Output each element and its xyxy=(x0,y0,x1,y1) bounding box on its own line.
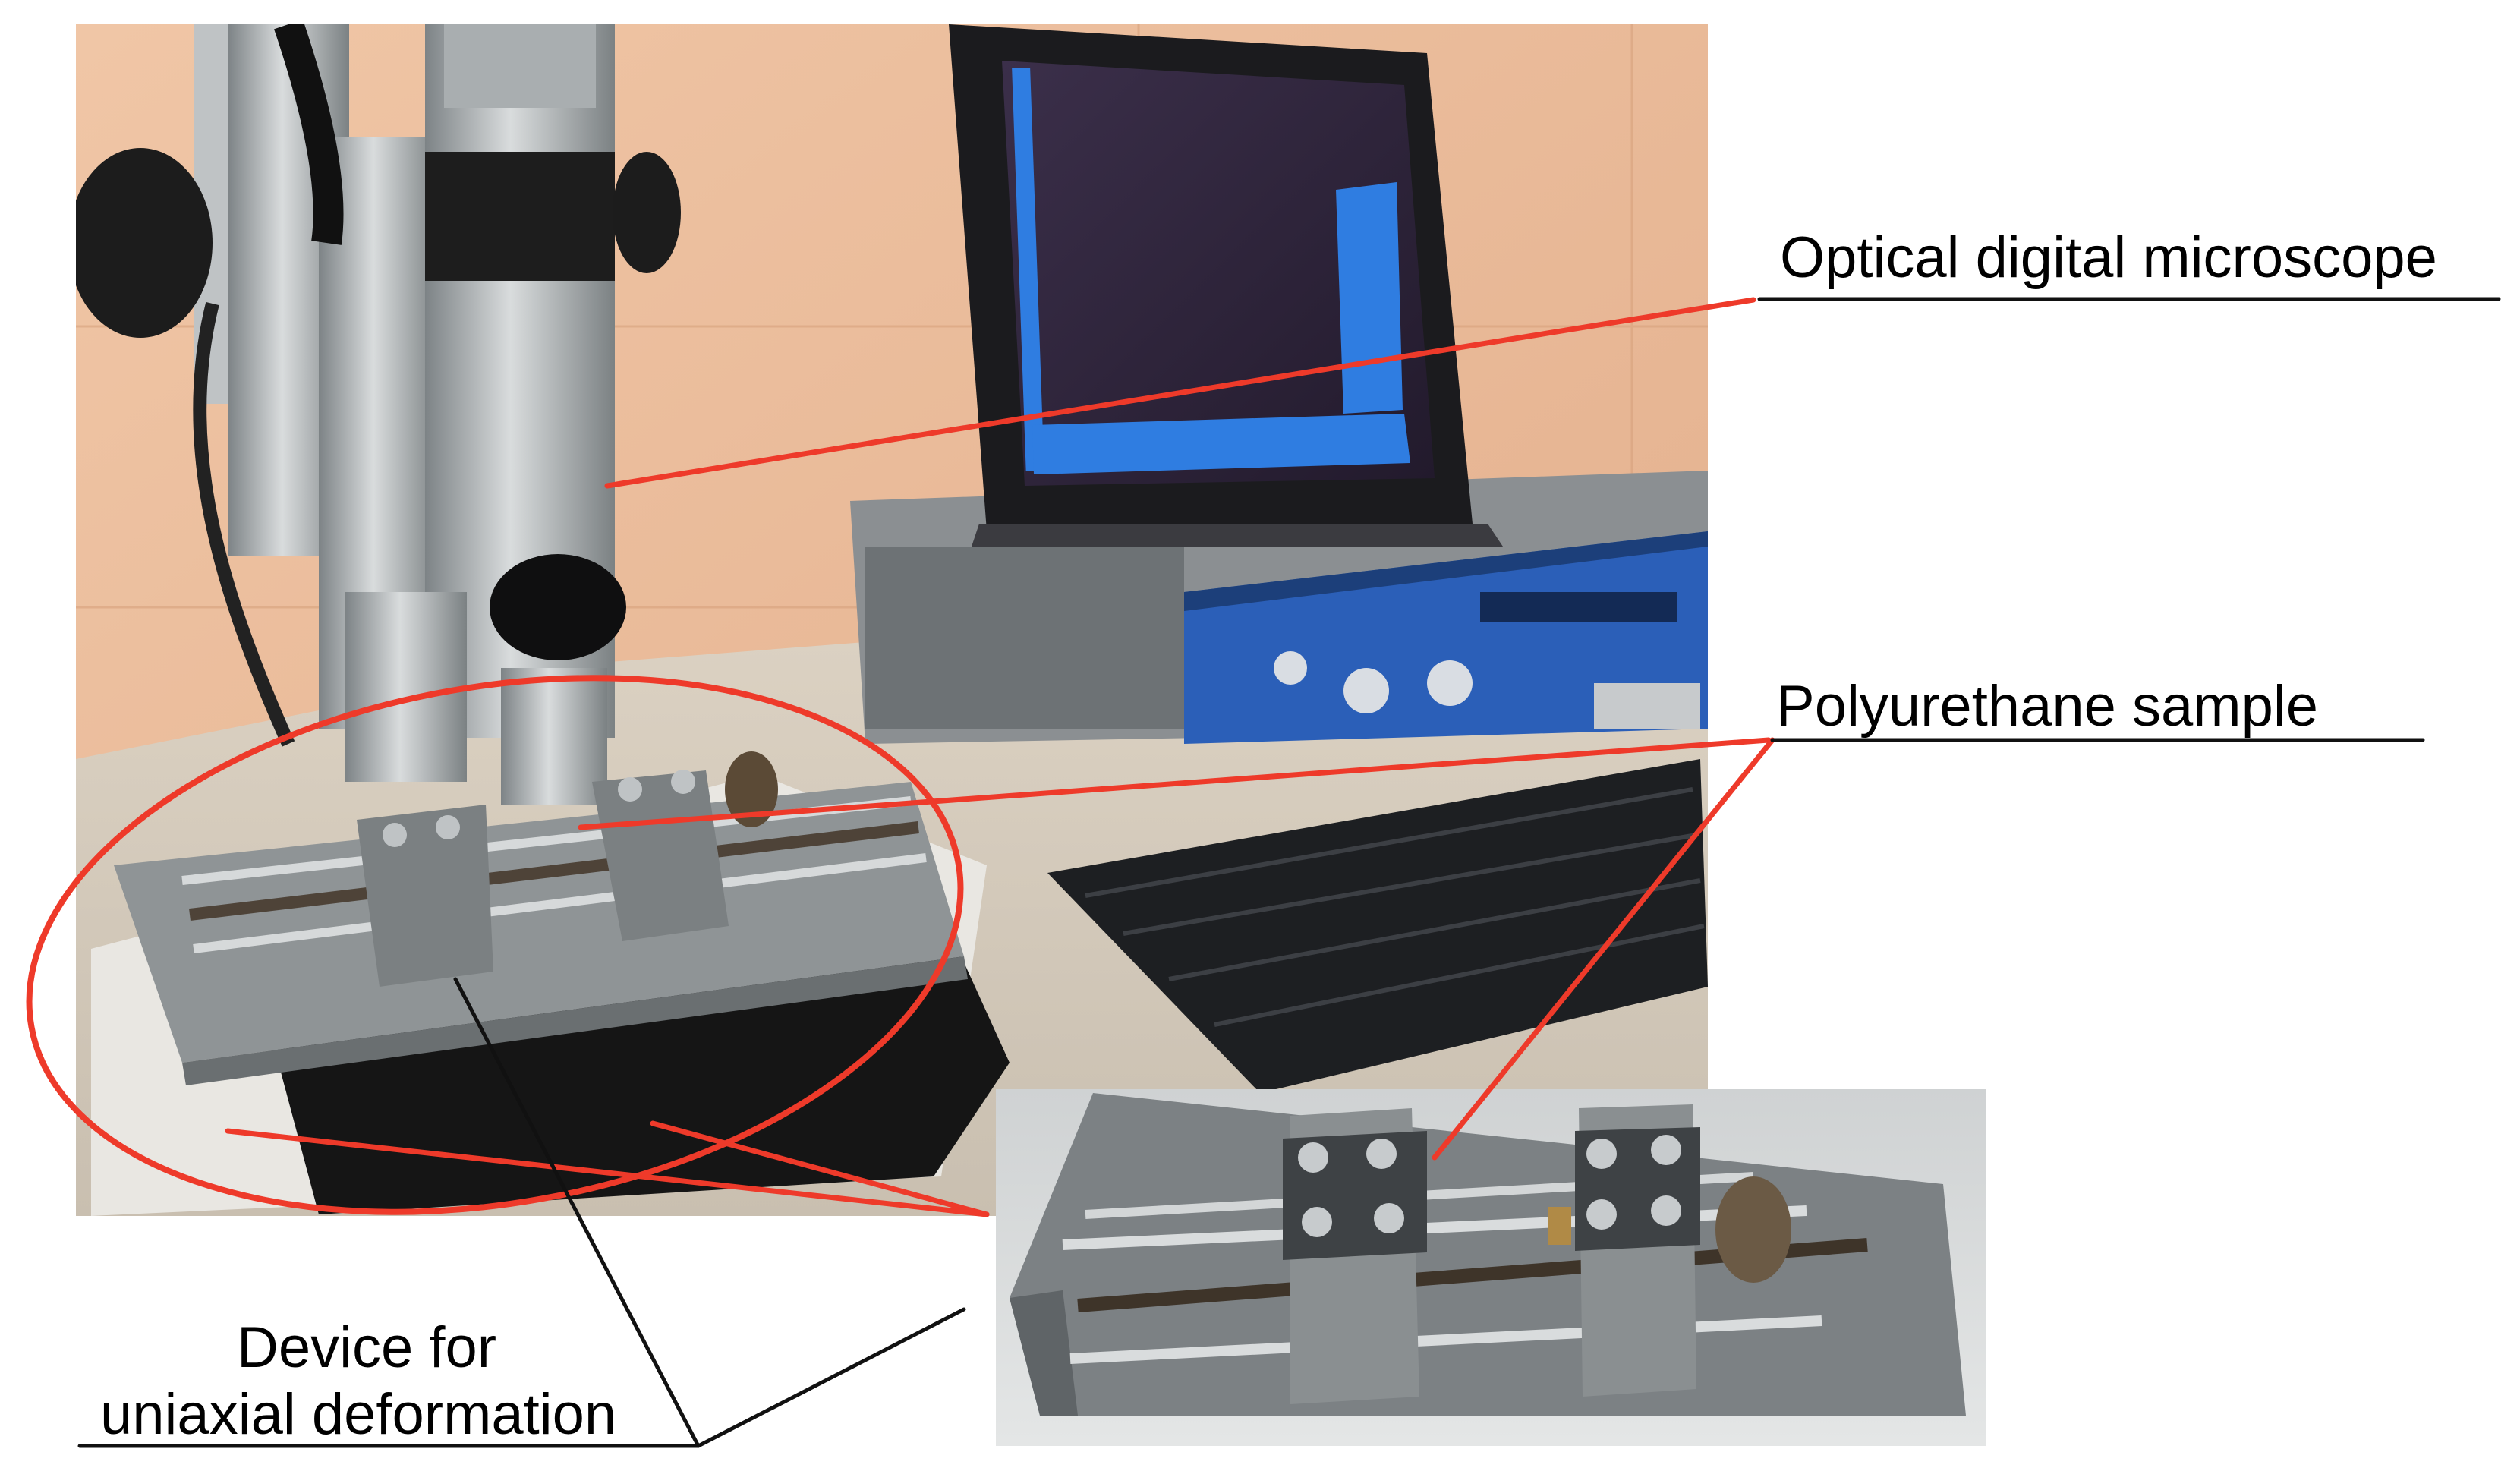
device-leader-black-2 xyxy=(696,1307,966,1448)
callout-lines xyxy=(26,297,2501,1448)
keyboard-illustration xyxy=(1047,759,1708,1093)
microscope-leader-red xyxy=(604,297,1756,489)
main-photo xyxy=(76,24,1708,1216)
monitor-illustration xyxy=(949,24,1503,547)
device-on-stage-illustration xyxy=(114,751,968,1085)
microscope-illustration xyxy=(76,24,681,805)
device-leader-black-1 xyxy=(453,977,701,1448)
label-device-line-1: Device for xyxy=(237,1315,497,1380)
sample-leader-red-inset xyxy=(1432,737,1775,1161)
ellipse-to-inset-line-1 xyxy=(650,1120,990,1217)
inset-photo xyxy=(996,1089,1986,1446)
label-device-line-2: uniaxial deformation xyxy=(100,1382,617,1447)
device-highlight-ellipse xyxy=(26,675,964,1215)
sample-leader-red-main xyxy=(578,737,1772,830)
ellipse-to-inset-line-2 xyxy=(225,1128,990,1217)
label-optical-digital-microscope: Optical digital microscope xyxy=(1780,225,2437,290)
label-polyurethane-sample: Polyurethane sample xyxy=(1776,674,2318,739)
